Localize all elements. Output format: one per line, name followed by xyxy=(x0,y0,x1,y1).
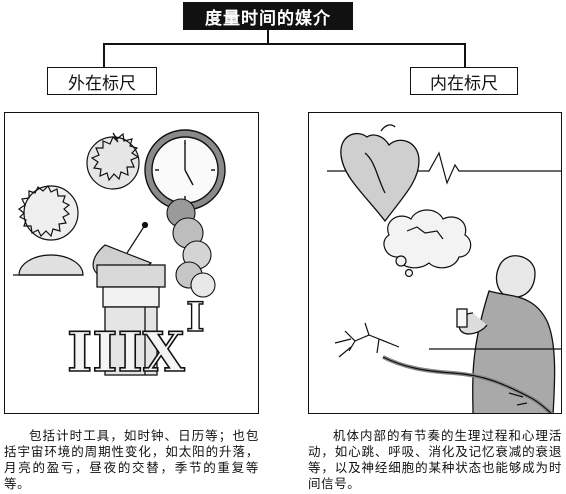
left-category-label: 外在标尺 xyxy=(47,67,157,95)
roman-numeral-large: IIIX xyxy=(67,320,185,384)
external-scale-drawing: IIIX I xyxy=(13,129,226,385)
external-scale-illustration: IIIX I xyxy=(4,112,259,414)
connector-left-drop xyxy=(103,43,105,67)
moon-phases-icon xyxy=(166,198,216,298)
clock-icon xyxy=(144,129,226,211)
right-category-label: 内在标尺 xyxy=(410,67,518,95)
roman-numeral-small: I xyxy=(186,294,205,341)
internal-scale-description: 机体内部的有节奏的生理过程和心理活动，如心跳、呼吸、消化及记忆衰减的衰退等，以及… xyxy=(308,428,562,491)
sun-icon xyxy=(86,132,140,190)
external-scale-description: 包括计时工具，如时钟、日历等；也包括宇宙环境的周期性变化，如太阳的升落，月亮的盈… xyxy=(4,428,259,491)
internal-scale-illustration xyxy=(308,112,562,414)
elderly-person-icon xyxy=(429,255,561,413)
pedestal-icon xyxy=(96,264,166,376)
connector-horizontal xyxy=(103,43,465,45)
connector-title-stem xyxy=(267,30,269,44)
internal-scale-drawing xyxy=(327,124,561,413)
heart-icon xyxy=(340,124,420,223)
neuron-icon xyxy=(334,322,554,413)
connector-right-drop xyxy=(464,43,466,67)
diagram-title: 度量时间的媒介 xyxy=(183,2,353,30)
sunset-icon xyxy=(13,184,84,276)
thought-cloud-icon xyxy=(383,209,472,278)
